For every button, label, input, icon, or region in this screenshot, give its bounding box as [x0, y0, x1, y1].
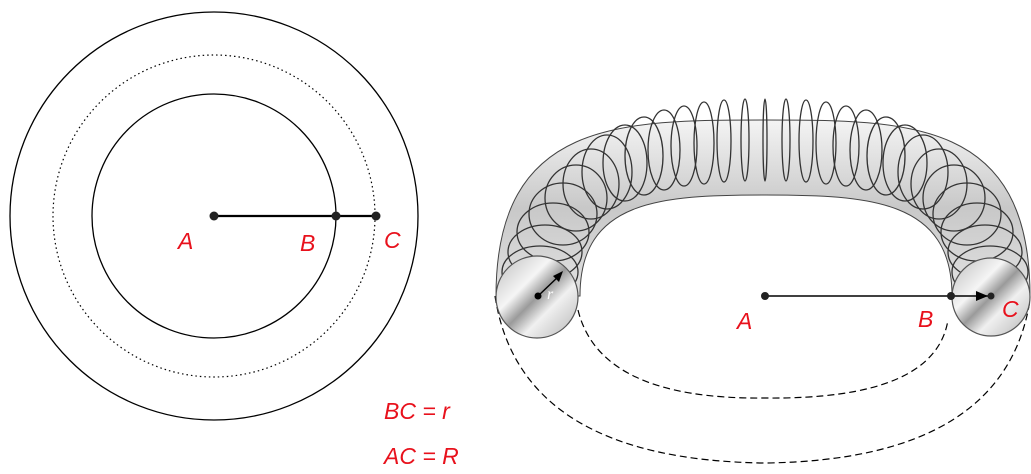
- point-b-right: [947, 292, 955, 300]
- outer-circle: [9, 11, 419, 421]
- equation-bc: BC = r: [384, 398, 451, 424]
- center-tube-point: [534, 292, 542, 300]
- label-c: C: [384, 227, 401, 253]
- label-a-right: A: [735, 308, 752, 334]
- label-r: r: [547, 286, 554, 303]
- solenoid-coils: [501, 98, 1029, 299]
- equation-ac: AC = R: [382, 443, 459, 469]
- label-a: A: [176, 228, 193, 254]
- equations: BC = r AC = R: [382, 398, 459, 469]
- label-b-right: B: [918, 306, 933, 332]
- label-b: B: [300, 230, 315, 256]
- point-a-right: [761, 292, 769, 300]
- right-figure: r A B C: [494, 98, 1031, 464]
- inner-dashed-ellipse: [577, 309, 949, 399]
- point-c: [371, 211, 381, 221]
- point-c-right: [987, 292, 995, 300]
- radius-r-arrowhead: [553, 271, 563, 282]
- torus-body: [495, 119, 1031, 297]
- outer-dashed-ellipse: [494, 295, 1031, 464]
- label-c-right: C: [1002, 296, 1019, 322]
- point-a: [209, 211, 219, 221]
- arrowhead-c: [976, 291, 988, 301]
- point-b: [331, 211, 341, 221]
- left-figure: A B C: [9, 11, 419, 421]
